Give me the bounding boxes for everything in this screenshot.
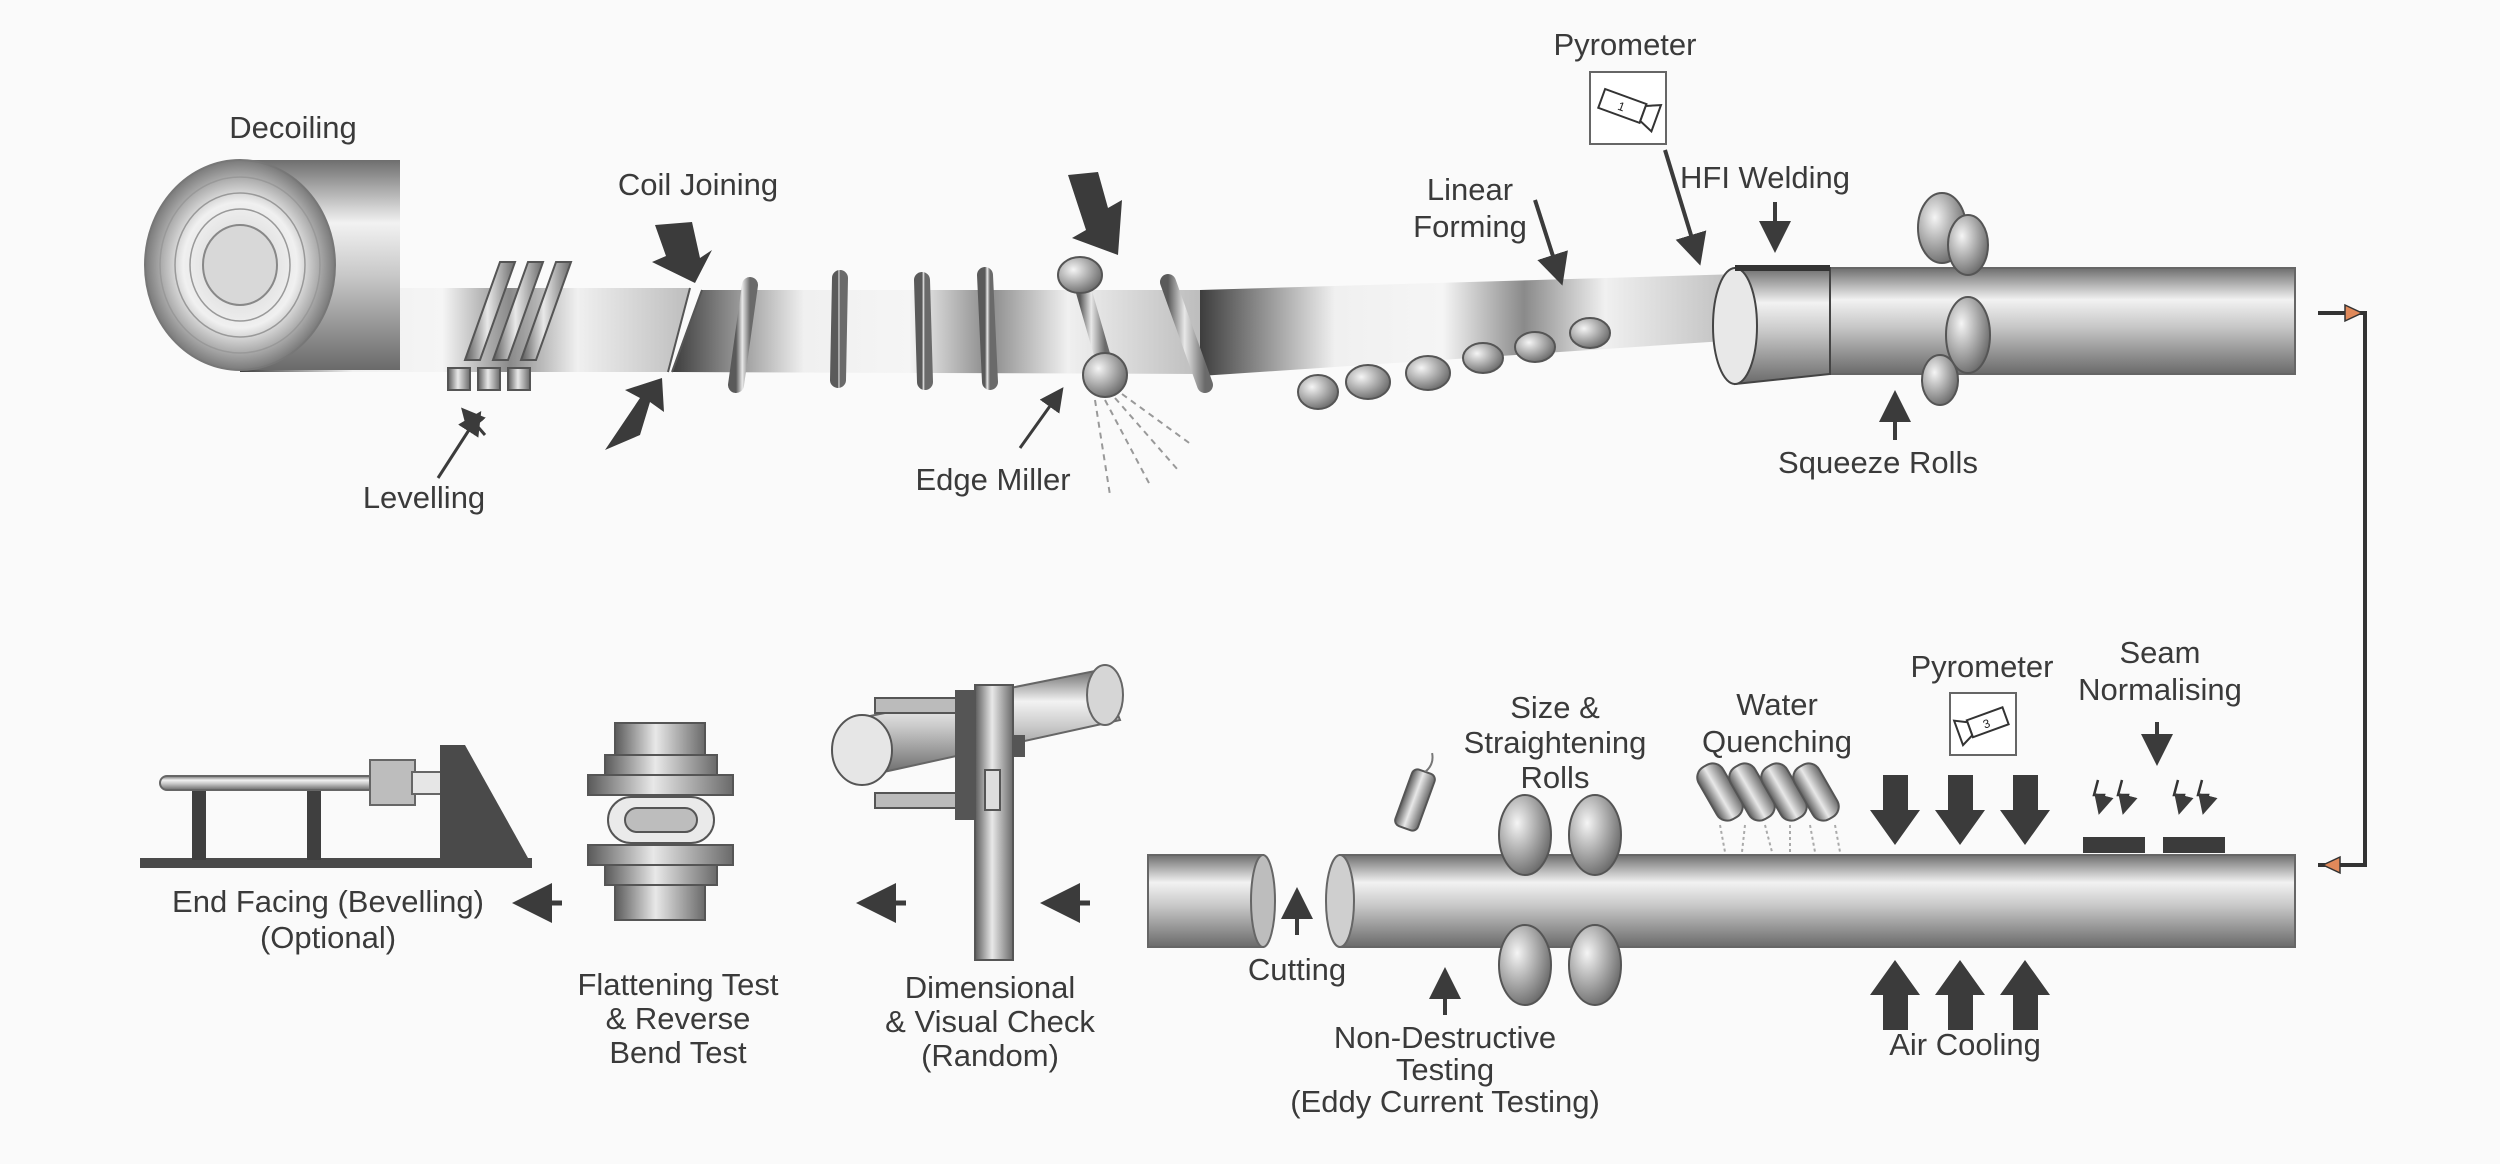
ndt-probe xyxy=(1394,752,1436,832)
label-edge-miller: Edge Miller xyxy=(915,462,1070,497)
label-coil-joining: Coil Joining xyxy=(618,167,778,202)
label-water-quenching-1: Water xyxy=(1736,687,1818,722)
air-cooling-arrows xyxy=(1870,775,2050,1030)
bottom-pointer-arrows xyxy=(512,883,1461,1015)
top-pointer-arrows xyxy=(436,149,1911,479)
label-seam-normalising-1: Seam xyxy=(2120,635,2201,670)
end-facing-machine xyxy=(140,745,532,868)
decoiler-coil xyxy=(144,159,400,371)
label-flattening-test-3: Bend Test xyxy=(609,1035,747,1070)
coil-joining-arrow-top xyxy=(652,222,712,283)
label-dimensional-check-3: (Random) xyxy=(921,1038,1059,1073)
dimensional-check-stand xyxy=(831,664,1124,961)
label-linear-forming-2: Forming xyxy=(1413,209,1527,244)
water-quenching-nozzles xyxy=(1696,762,1841,853)
line-connector xyxy=(2318,303,2367,875)
pyrometer-bottom-device: 3 xyxy=(1949,692,2017,756)
welded-pipe-top xyxy=(1764,267,2296,375)
edge-miller xyxy=(1057,256,1193,496)
label-pyrometer-bottom: Pyrometer xyxy=(1911,649,2054,684)
label-seam-normalising-2: Normalising xyxy=(2078,672,2242,707)
label-ndt-2: Testing xyxy=(1396,1052,1494,1087)
label-size-straightening-3: Rolls xyxy=(1521,760,1590,795)
label-end-facing-1: End Facing (Bevelling) xyxy=(172,884,484,919)
label-air-cooling: Air Cooling xyxy=(1889,1027,2041,1062)
pyrometer-top-device: 1 xyxy=(1589,71,1667,145)
label-linear-forming-1: Linear xyxy=(1427,172,1513,207)
seam-normalising-heaters xyxy=(2083,722,2225,853)
label-water-quenching-2: Quenching xyxy=(1702,724,1852,759)
pyrometer-number-3: 3 xyxy=(1981,716,1992,732)
edge-miller-arrow xyxy=(1068,172,1122,255)
label-pyrometer-top: Pyrometer xyxy=(1554,27,1697,62)
pyrometer-number-1: 1 xyxy=(1616,99,1627,115)
linear-forming-rolls xyxy=(1297,317,1611,410)
label-size-straightening-2: Straightening xyxy=(1464,725,1647,760)
label-cutting: Cutting xyxy=(1248,952,1346,987)
label-squeeze-rolls: Squeeze Rolls xyxy=(1778,445,1978,480)
levelling-rolls xyxy=(447,261,573,391)
label-levelling: Levelling xyxy=(363,480,485,515)
label-hfi-welding: HFI Welding xyxy=(1680,160,1850,195)
hfi-welding-coil xyxy=(1712,265,1831,386)
label-size-straightening-1: Size & xyxy=(1510,690,1600,725)
label-ndt-3: (Eddy Current Testing) xyxy=(1290,1084,1600,1119)
flattening-test-rig xyxy=(587,722,734,921)
guide-rollers xyxy=(728,267,1213,393)
labels: Decoiling Coil Joining Levelling Edge Mi… xyxy=(172,27,2242,1119)
label-flattening-test-1: Flattening Test xyxy=(577,967,778,1002)
squeeze-rolls xyxy=(1917,192,1991,406)
label-end-facing-2: (Optional) xyxy=(260,920,396,955)
size-straightening-rolls xyxy=(1498,794,1622,1006)
label-dimensional-check-1: Dimensional xyxy=(905,970,1076,1005)
coil-joint-line xyxy=(667,287,691,373)
label-decoiling: Decoiling xyxy=(229,110,357,145)
label-dimensional-check-2: & Visual Check xyxy=(885,1004,1095,1039)
label-ndt-1: Non-Destructive xyxy=(1334,1020,1556,1055)
label-flattening-test-2: & Reverse xyxy=(606,1001,751,1036)
coil-joining-arrow-bottom xyxy=(605,378,664,450)
pipe-bottom xyxy=(1325,854,2296,948)
cut-pipe-piece xyxy=(1147,854,1276,948)
